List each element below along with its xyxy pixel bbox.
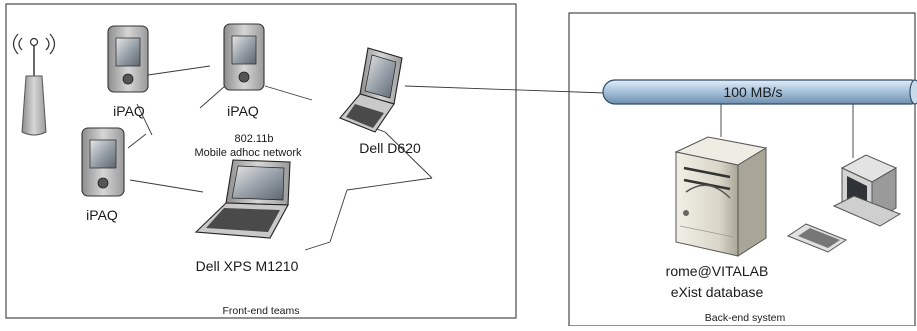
bus-speed-label: 100 MB/s	[723, 84, 782, 100]
network-type-label: Mobile adhoc network	[194, 147, 302, 159]
adhoc-network-links	[127, 65, 433, 251]
device-label: Dell D620	[359, 140, 421, 156]
front-end-caption: Front-end teams	[222, 305, 299, 317]
desktop-computer-icon	[786, 154, 902, 253]
front-end-boundary	[5, 3, 517, 319]
server-db-label: eXist database	[671, 284, 764, 300]
device-label: Dell XPS M1210	[196, 258, 299, 274]
pda-icon	[107, 25, 149, 93]
back-end-caption: Back-end system	[705, 312, 786, 324]
bus-connections	[404, 85, 854, 158]
server-name-label: rome@VITALAB	[666, 263, 769, 279]
device-label: iPAQ	[113, 103, 145, 119]
laptop-icon	[339, 47, 403, 133]
network-bus	[602, 79, 917, 105]
laptop-icon	[194, 159, 291, 239]
device-label: iPAQ	[86, 207, 118, 223]
pda-icon	[223, 23, 265, 91]
server-icon	[674, 136, 768, 257]
network-protocol-label: 802.11b	[235, 133, 274, 145]
wireless-antenna-icon	[12, 33, 56, 136]
device-label: iPAQ	[227, 103, 259, 119]
pda-icon	[81, 127, 125, 197]
